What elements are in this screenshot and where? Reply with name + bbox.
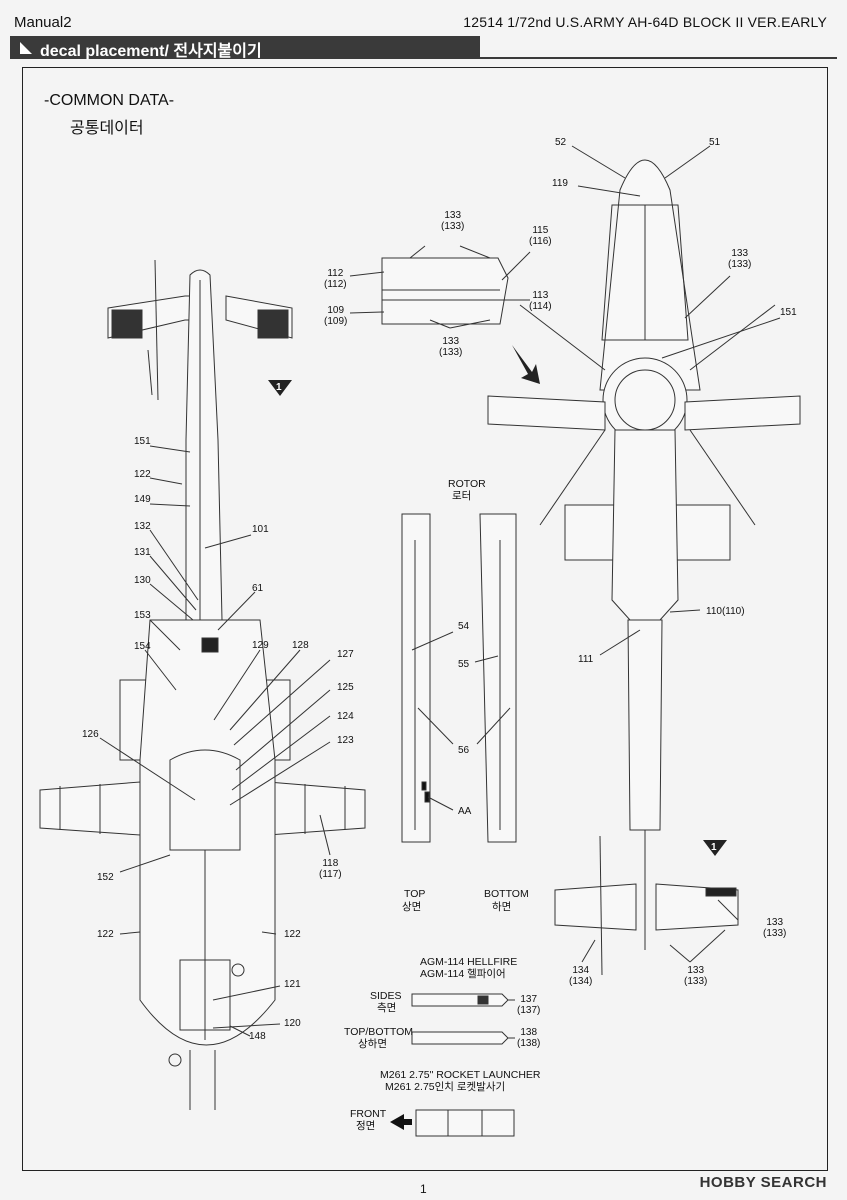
hellfire-topbottom: TOP/BOTTOM [344, 1026, 414, 1038]
rocket-launcher-drawing [415, 1109, 515, 1137]
manual-label: Manual2 [14, 14, 72, 31]
m261-front: FRONT [350, 1108, 387, 1120]
label-126: 126 [82, 729, 99, 740]
page-number: 1 [420, 1182, 427, 1196]
label-122c: 122 [284, 929, 301, 940]
label-148: 148 [249, 1031, 266, 1042]
label-152: 152 [97, 872, 114, 883]
rotor-title: ROTOR [448, 478, 486, 490]
label-124: 124 [337, 711, 354, 722]
rotor-top: TOP [404, 888, 426, 900]
label-121: 121 [284, 979, 301, 990]
label-130: 130 [134, 575, 151, 586]
label-153: 153 [134, 610, 151, 621]
front-arrow-icon [390, 1114, 412, 1130]
section-band [10, 36, 480, 58]
label-54: 54 [458, 621, 470, 632]
section-title: decal placement/ 전사지붙이기 [40, 43, 262, 60]
rotor-title-ko: 로터 [452, 490, 472, 502]
label-122b: 122 [97, 929, 114, 940]
label-127: 127 [337, 649, 354, 660]
rotor-blades-drawing [401, 513, 517, 843]
label-AA: AA [458, 806, 472, 817]
label-129: 129 [252, 640, 269, 651]
label-151: 151 [134, 436, 151, 447]
hellfire-title-ko: AGM-114 헬파이어 [420, 968, 506, 980]
label-154: 154 [134, 641, 151, 652]
hellfire-sides: SIDES [370, 990, 402, 1002]
label-111: 111 [578, 654, 594, 665]
label-131: 131 [134, 547, 151, 558]
rotor-top-ko: 상면 [402, 901, 422, 913]
arrow-icon [512, 345, 540, 384]
label-133c: 133 (133) [728, 248, 752, 270]
label-133b: 133 (133) [439, 336, 463, 358]
section-rule [10, 57, 837, 59]
label-109: 109 (109) [324, 305, 348, 327]
common-data-title-ko: 공통데이터 [70, 120, 144, 137]
label-138: 138 (138) [517, 1027, 541, 1049]
label-55: 55 [458, 659, 470, 670]
product-title: 12514 1/72nd U.S.ARMY AH-64D BLOCK II VE… [463, 14, 827, 30]
hellfire-topbottom-ko: 상하면 [358, 1038, 387, 1050]
label-122a: 122 [134, 469, 151, 480]
label-52: 52 [555, 137, 567, 148]
label-133a: 133 (133) [441, 210, 465, 232]
label-115: 115 (116) [529, 225, 552, 247]
label-112: 112 (112) [324, 268, 347, 290]
label-149: 149 [134, 494, 151, 505]
label-61: 61 [252, 583, 264, 594]
hellfire-sides-ko: 측면 [377, 1002, 397, 1014]
section-marker-icon [20, 42, 32, 54]
label-123: 123 [337, 735, 354, 746]
m261-front-ko: 정면 [356, 1120, 376, 1132]
wing-detail-drawing [349, 245, 531, 329]
m261-title-ko: M261 2.75인치 로켓발사기 [385, 1081, 506, 1093]
marker-1b-icon [703, 840, 727, 856]
label-137: 137 (137) [517, 994, 541, 1016]
label-128: 128 [292, 640, 309, 651]
label-133d: 133 (133) [763, 917, 787, 939]
label-151-right: 151 [780, 307, 797, 318]
marker-1b-number: 1 [711, 842, 717, 853]
marker-1-icon [268, 380, 292, 396]
label-134: 134 (134) [569, 965, 593, 987]
rotor-bottom-ko: 하면 [492, 901, 512, 913]
label-56: 56 [458, 745, 470, 756]
m261-title: M261 2.75" ROCKET LAUNCHER [380, 1069, 541, 1081]
drawing-frame [22, 67, 828, 1171]
label-133e: 133 (133) [684, 965, 708, 987]
marker-1a-number: 1 [276, 382, 282, 393]
right-helicopter-drawing [487, 145, 801, 976]
label-51: 51 [709, 137, 721, 148]
label-110: 110(110) [706, 606, 745, 617]
rotor-bottom: BOTTOM [484, 888, 529, 900]
label-119: 119 [552, 178, 568, 189]
left-helicopter-drawing [39, 259, 366, 1110]
hellfire-title: AGM-114 HELLFIRE [420, 956, 518, 968]
label-113: 113 (114) [529, 290, 552, 312]
hellfire-drawing [411, 993, 515, 1045]
common-data-title: -COMMON DATA- [44, 92, 175, 109]
label-101: 101 [252, 524, 269, 535]
label-118: 118 (117) [319, 858, 342, 880]
label-120: 120 [284, 1018, 301, 1029]
label-132: 132 [134, 521, 151, 532]
label-125: 125 [337, 682, 354, 693]
watermark: HOBBY SEARCH [699, 1174, 827, 1191]
